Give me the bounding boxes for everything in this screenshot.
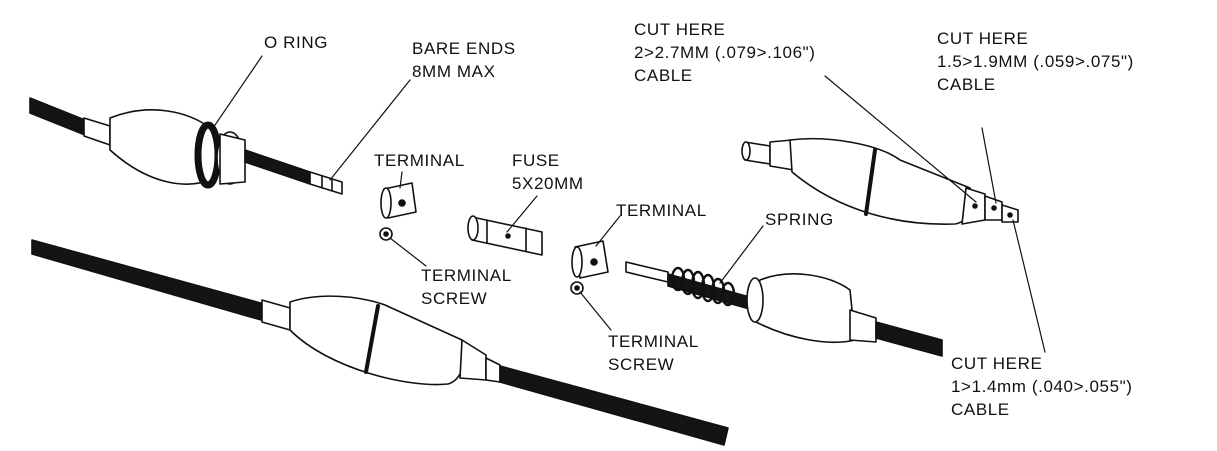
terminal-right-part	[571, 240, 609, 279]
leader-spring	[719, 225, 764, 284]
label-cut-large-line-2: 2>2.7MM (.079>.106")	[634, 43, 816, 62]
terminal-screw-right-part	[570, 281, 584, 295]
label-cut-large-cable: CUT HERE 2>2.7MM (.079>.106") CABLE	[634, 18, 816, 87]
label-bare-ends-line-1: BARE ENDS	[412, 39, 516, 58]
lower-left-collar-c	[485, 357, 501, 383]
leader-cut-large	[824, 75, 977, 203]
label-cut-small-line-1: CUT HERE	[951, 354, 1043, 373]
leader-terminal-left	[399, 171, 403, 189]
label-o-ring-text: O RING	[264, 33, 329, 52]
lower-left-body-seam	[364, 304, 380, 374]
o-ring	[194, 121, 222, 189]
label-terminal-screw-left: TERMINAL SCREW	[421, 264, 512, 310]
upper-left-cable-assembly	[29, 97, 343, 195]
bare-wire-end	[309, 171, 343, 195]
label-bare-ends: BARE ENDS 8MM MAX	[412, 37, 516, 83]
leader-lines	[212, 55, 1046, 353]
label-cut-medium-cable: CUT HERE 1.5>1.9MM (.059>.075") CABLE	[937, 27, 1134, 96]
label-terminal-right: TERMINAL	[616, 199, 707, 222]
label-bare-ends-line-2: 8MM MAX	[412, 62, 496, 81]
upper-right-cable-assembly	[741, 137, 1019, 225]
label-fuse-line-1: FUSE	[512, 151, 560, 170]
label-cut-medium-line-3: CABLE	[937, 75, 996, 94]
label-spring: SPRING	[765, 208, 834, 231]
label-terminal-screw-right-line-2: SCREW	[608, 355, 675, 374]
label-cut-medium-line-2: 1.5>1.9MM (.059>.075")	[937, 52, 1134, 71]
label-terminal-right-text: TERMINAL	[616, 201, 707, 220]
label-terminal-left: TERMINAL	[374, 149, 465, 172]
lower-left-collar-a	[261, 299, 291, 331]
label-cut-large-line-3: CABLE	[634, 66, 693, 85]
spring-assembly	[625, 261, 943, 357]
terminal-left-part	[380, 182, 417, 219]
lower-left-cable-assembly	[31, 239, 729, 446]
lower-right-collar	[849, 309, 877, 343]
leader-terminal-right	[595, 215, 621, 247]
label-o-ring: O RING	[264, 31, 328, 54]
label-cut-small-line-2: 1>1.4mm (.040>.055")	[951, 377, 1133, 396]
lower-left-body	[289, 295, 466, 386]
lower-left-collar-b	[459, 339, 487, 381]
upper-right-body-seam	[864, 148, 877, 216]
upper-left-wire	[244, 149, 311, 185]
label-terminal-screw-right-line-1: TERMINAL	[608, 332, 699, 351]
label-cut-small-cable: CUT HERE 1>1.4mm (.040>.055") CABLE	[951, 352, 1133, 421]
lower-left-cable-end	[499, 365, 729, 446]
terminal-screw-left-part	[379, 227, 393, 241]
spring-pin	[625, 261, 669, 283]
lower-right-cable	[875, 321, 943, 357]
leader-terminal-screw-right	[579, 291, 612, 331]
spring-coils	[670, 266, 736, 307]
upper-left-cable-collar	[83, 117, 111, 146]
label-cut-large-line-1: CUT HERE	[634, 20, 726, 39]
label-fuse-line-2: 5X20MM	[512, 174, 584, 193]
leader-fuse	[506, 195, 538, 233]
leader-cut-small	[1012, 219, 1046, 353]
lower-left-cable	[31, 239, 269, 323]
label-spring-text: SPRING	[765, 210, 834, 229]
label-terminal-left-text: TERMINAL	[374, 151, 465, 170]
label-fuse: FUSE 5X20MM	[512, 149, 584, 195]
upper-left-nut-side	[219, 133, 246, 185]
label-terminal-screw-left-line-1: TERMINAL	[421, 266, 512, 285]
leader-bare-ends	[329, 79, 411, 181]
upper-left-cable	[29, 97, 86, 136]
fuse-part	[467, 215, 543, 256]
leader-cut-medium	[981, 127, 997, 204]
label-terminal-screw-left-line-2: SCREW	[421, 289, 488, 308]
label-cut-small-line-3: CABLE	[951, 400, 1010, 419]
leader-o-ring	[212, 55, 263, 129]
leader-terminal-screw-left	[389, 237, 427, 267]
lower-right-body	[751, 273, 856, 343]
label-terminal-screw-right: TERMINAL SCREW	[608, 330, 699, 376]
label-cut-medium-line-1: CUT HERE	[937, 29, 1029, 48]
